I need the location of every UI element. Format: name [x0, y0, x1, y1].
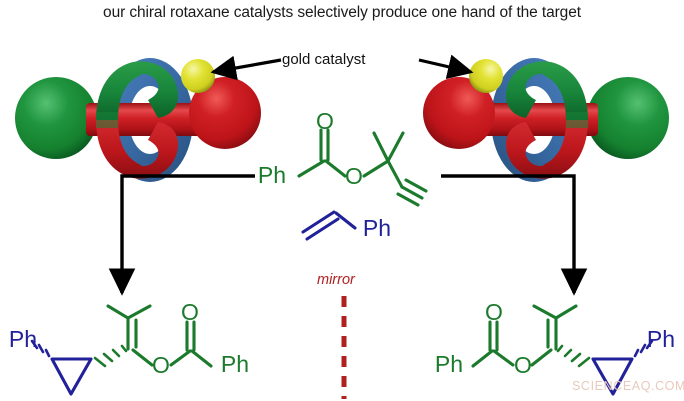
red-stopper-sphere-left	[189, 77, 261, 149]
figure-caption: our chiral rotaxane catalysts selectivel…	[103, 4, 581, 21]
red-axle-rod-left	[86, 103, 216, 136]
product-left-ph-label-left: Ph	[9, 326, 37, 352]
substrate-ester-o-label: O	[345, 163, 363, 189]
gold-catalyst-sphere-right[interactable]	[469, 59, 503, 93]
product-left-hash-blue	[30, 339, 51, 358]
product-right-carbonyl-o-label: O	[485, 299, 503, 325]
styrene-ph-label: Ph	[363, 215, 391, 241]
gold-catalyst-sphere-left[interactable]	[181, 59, 215, 93]
product-left-ester-o-label: O	[152, 352, 170, 378]
gold-catalyst-label: gold catalyst	[282, 51, 366, 68]
arrow-to-left-product	[108, 174, 255, 296]
mirror-label: mirror	[317, 272, 355, 288]
arrow-to-right-product	[441, 174, 588, 296]
substrate-ph-label: Ph	[258, 162, 286, 188]
styrene-structure	[301, 210, 357, 241]
product-right-ph-label-left: Ph	[435, 351, 463, 377]
product-left-cyclopropane	[50, 357, 93, 396]
pointer-to-left-gold	[210, 55, 282, 81]
rotaxane-right	[423, 58, 669, 182]
substrate-structure	[297, 128, 428, 207]
red-stopper-sphere-right	[423, 77, 495, 149]
product-right-ph-label-right: Ph	[647, 326, 675, 352]
substrate-carbonyl-o-label: O	[316, 108, 334, 134]
pointer-to-right-gold	[418, 54, 474, 79]
macrocycle-front-left	[96, 61, 178, 179]
green-stopper-sphere-left	[15, 77, 97, 159]
green-stopper-sphere-right	[587, 77, 669, 159]
product-left-hash-green	[93, 344, 128, 368]
product-left-structure: O O Ph Ph	[9, 299, 249, 396]
watermark: SCIENCEAQ.COM	[572, 379, 684, 393]
red-axle-rod-right	[468, 103, 598, 136]
product-right-cyclopropane	[591, 357, 634, 396]
rotaxane-left	[15, 58, 261, 182]
product-right-hash-blue	[633, 339, 654, 358]
product-right-structure	[471, 304, 654, 396]
product-right-ester-o-label: O	[514, 352, 532, 378]
product-right-hash-green	[556, 344, 591, 368]
product-left-ph-label-right: Ph	[221, 351, 249, 377]
product-left-carbonyl-o-label: O	[181, 299, 199, 325]
macrocycle-front-right	[506, 61, 588, 179]
